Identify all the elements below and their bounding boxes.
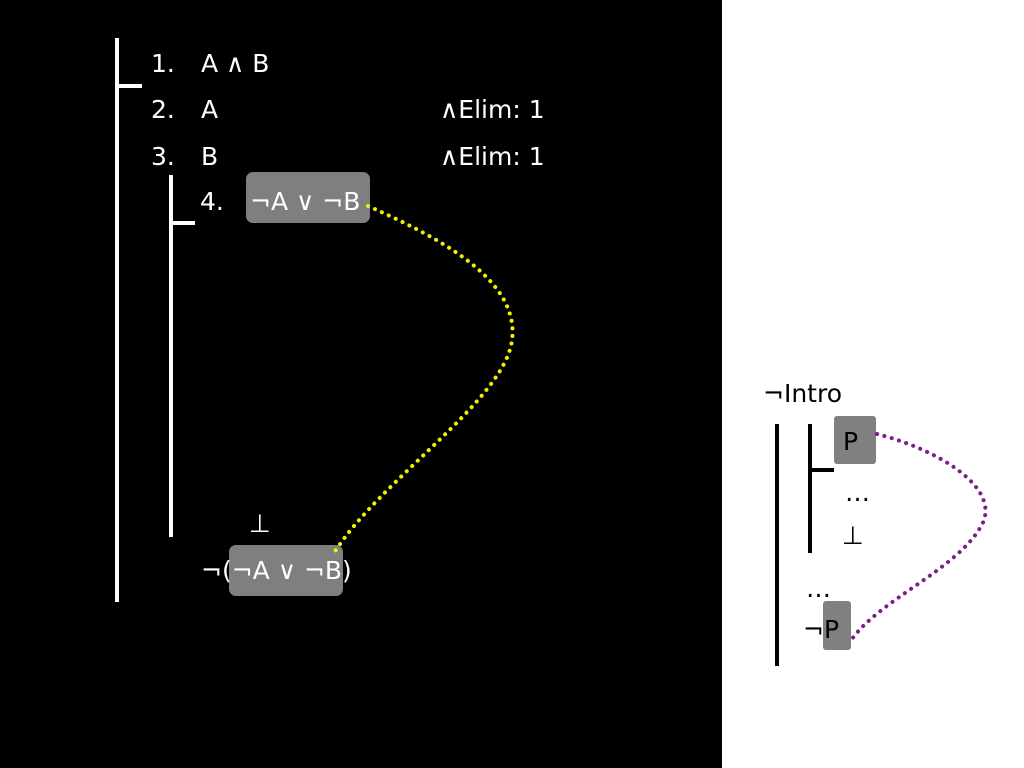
subproof-scope-line (169, 175, 173, 537)
rule-outer-scope-line (775, 424, 779, 666)
formula-line-4: ¬A ∨ ¬B (250, 187, 361, 216)
rule-contradiction-symbol: ⊥ (842, 521, 864, 550)
justification-line-2: ∧Elim: 1 (440, 95, 545, 124)
main-premise-separator (115, 84, 142, 88)
rule-assumption-separator (808, 468, 834, 472)
formula-line-3: B (201, 142, 219, 171)
justification-line-3: ∧Elim: 1 (440, 142, 545, 171)
line-number-3: 3. (151, 142, 175, 171)
line-number-4: 4. (200, 187, 224, 216)
conclusion-highlight-box (229, 545, 343, 596)
main-scope-line (115, 38, 119, 602)
rule-outer-ellipsis: … (806, 574, 831, 603)
main-proof-panel: 1. A ∧ B 2. A ∧Elim: 1 3. B ∧Elim: 1 4. … (115, 38, 545, 602)
line-number-2: 2. (151, 95, 175, 124)
subproof-assumption-separator (169, 221, 195, 225)
contradiction-symbol: ⊥ (249, 509, 271, 538)
rule-reference-panel: ¬Intro P … ⊥ … ¬P (722, 0, 1024, 768)
rule-conclusion-box (823, 601, 851, 650)
rule-inner-ellipsis: … (845, 478, 870, 507)
formula-line-1: A ∧ B (201, 49, 270, 78)
formula-line-2: A (201, 95, 219, 124)
rule-title: ¬Intro (763, 379, 842, 408)
line-number-1: 1. (151, 49, 175, 78)
rule-conclusion-formula: ¬P (803, 615, 840, 644)
rule-assumption-formula: P (843, 427, 859, 456)
conclusion-formula: ¬(¬A ∨ ¬B) (201, 556, 352, 585)
rule-subproof-scope-line (808, 424, 812, 553)
